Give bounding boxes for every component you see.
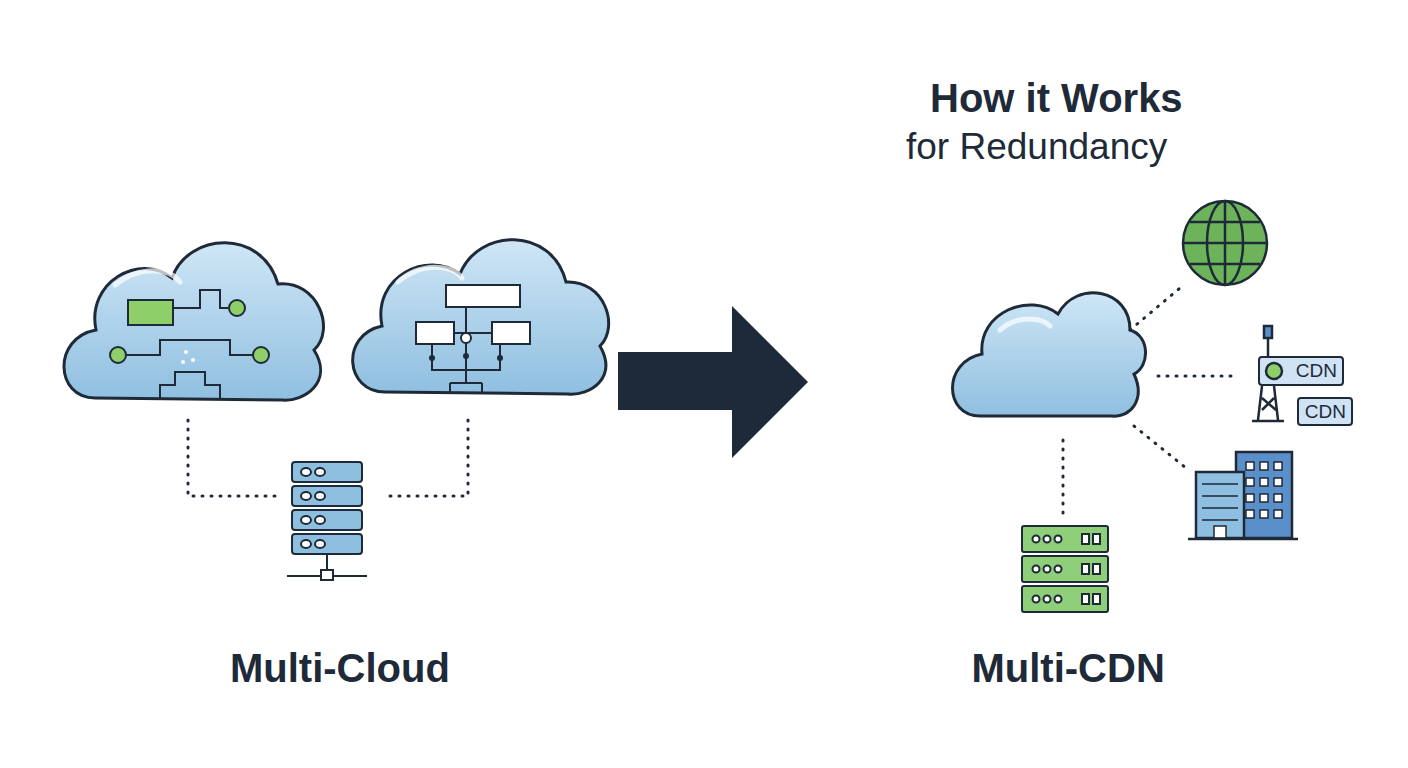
dotted-link <box>1063 288 1238 518</box>
section-label: Multi-Cloud <box>230 646 450 691</box>
cloud-icon <box>64 243 323 400</box>
transition-arrow <box>618 306 808 458</box>
cloud-icon <box>953 293 1146 416</box>
antenna-tower <box>1252 326 1284 421</box>
subtitle: for Redundancy <box>906 126 1167 168</box>
globe-icon <box>1183 201 1267 285</box>
server-stack <box>1022 526 1108 612</box>
section-label: Multi-CDN <box>972 646 1165 691</box>
building-icon <box>1188 452 1298 539</box>
status-dot <box>1264 361 1284 381</box>
node-text: CDN <box>1296 360 1337 382</box>
cdn-box: CDN <box>1297 397 1353 426</box>
diagram-title: How it Works <box>930 76 1183 121</box>
cloud-icon <box>353 240 609 394</box>
server-stack <box>287 462 367 580</box>
dotted-link <box>188 420 468 496</box>
cdn-box: CDN <box>1258 356 1344 386</box>
node-text: CDN <box>1305 401 1346 423</box>
